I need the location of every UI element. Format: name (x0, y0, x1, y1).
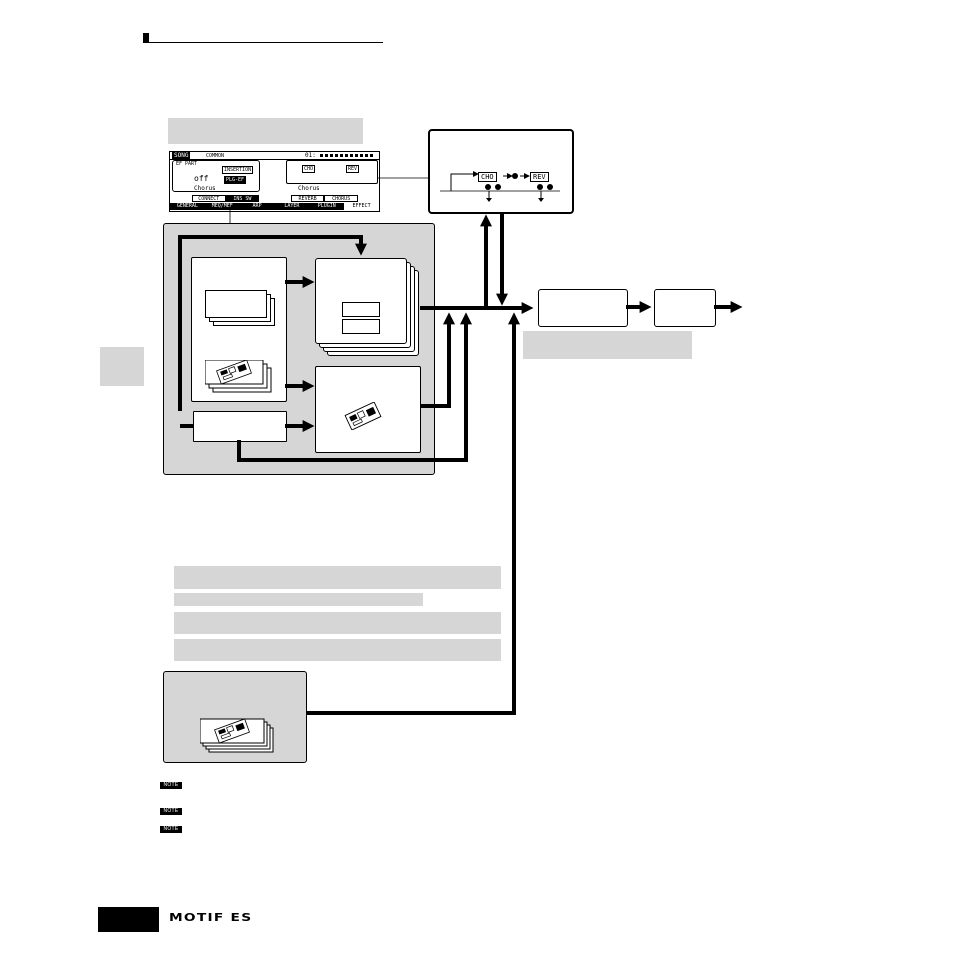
lcd-tabs-bottom: GENERAL MEQ/MEF ARP LAYER PLUGIN EFFECT (170, 203, 379, 210)
lcd-mini-reverb: REV (346, 165, 360, 173)
insertion-slot-2 (342, 319, 380, 334)
lcd-caption-bar (168, 118, 363, 144)
zoom-chorus-label: CHO (478, 172, 497, 182)
lcd-tab-meq: MEQ/MEF (211, 203, 233, 209)
master-eq-box (654, 289, 716, 327)
zoom-diagram-lines (440, 171, 560, 200)
side-tab (100, 347, 144, 386)
lcd-song-name: 01: (305, 152, 316, 159)
caption-bar-1 (174, 566, 501, 589)
insertion-slot-1 (342, 302, 380, 317)
master-effect-box (538, 289, 628, 327)
lcd-mode: SONG (172, 152, 191, 159)
lcd-plg-ef: PLG-EF (224, 176, 247, 184)
page-number-tab (98, 907, 159, 932)
lcd-tab-connect: CONNECT (192, 195, 226, 202)
plugin-board-icon (204, 359, 275, 394)
lcd-tab-ins-sw: INS SW (225, 195, 260, 202)
lcd-insertion: INSERTION (222, 166, 254, 174)
caption-bar-4 (174, 639, 501, 661)
lcd-callout-lines (229, 177, 428, 223)
plugin-effect-board-icon (343, 401, 383, 431)
main-signal-paths (178, 212, 743, 715)
footer-logo: MOTIF ES (169, 911, 253, 924)
header-marker (143, 33, 149, 43)
lcd-mini-chorus: CHO (302, 165, 316, 173)
note-icon-2: NOTE (160, 808, 182, 815)
plugin-part-box (193, 411, 287, 442)
lcd-ef-part-frame (172, 160, 260, 192)
lcd-tab-effect: EFFECT (344, 203, 379, 210)
external-plugin-board-icon (199, 717, 280, 755)
lcd-tabs-top: CONNECT INS SW REVERB CHORUS (192, 195, 358, 202)
lcd-tab-chorus: CHORUS (324, 195, 358, 202)
lcd-ef-part: EF PART (176, 161, 198, 167)
lcd-song-dots (320, 154, 375, 157)
lcd-tab-reverb: REVERB (290, 195, 325, 202)
lcd-chorus-row: Chorus (194, 185, 216, 192)
lcd-screen: SONG COMMON 01: EF PART off INSERTION PL… (169, 151, 380, 212)
lcd-off: off (194, 174, 209, 183)
lcd-header-bar (170, 152, 379, 160)
zoom-reverb-label: REV (530, 172, 549, 182)
note-icon-1: NOTE (160, 782, 182, 789)
caption-bar-2 (174, 593, 423, 606)
lcd-tab-layer: LAYER (284, 203, 300, 209)
lcd-tab-plugin: PLUGIN (317, 203, 336, 209)
lcd-system-frame (286, 160, 378, 184)
note-icon-3: NOTE (160, 826, 182, 833)
voice-card-stack (205, 290, 275, 326)
system-effect-zoom-box (428, 129, 574, 214)
lcd-chorus-row-right: Chorus (298, 185, 320, 192)
lcd-tab-general: GENERAL (176, 203, 198, 209)
header-rule (149, 42, 383, 43)
lcd-tab-arp: ARP (252, 203, 262, 209)
master-caption-bar (523, 331, 692, 359)
lcd-tab-label: COMMON (206, 153, 225, 159)
caption-bar-3 (174, 612, 501, 634)
zoom-knob-icons (485, 173, 553, 202)
